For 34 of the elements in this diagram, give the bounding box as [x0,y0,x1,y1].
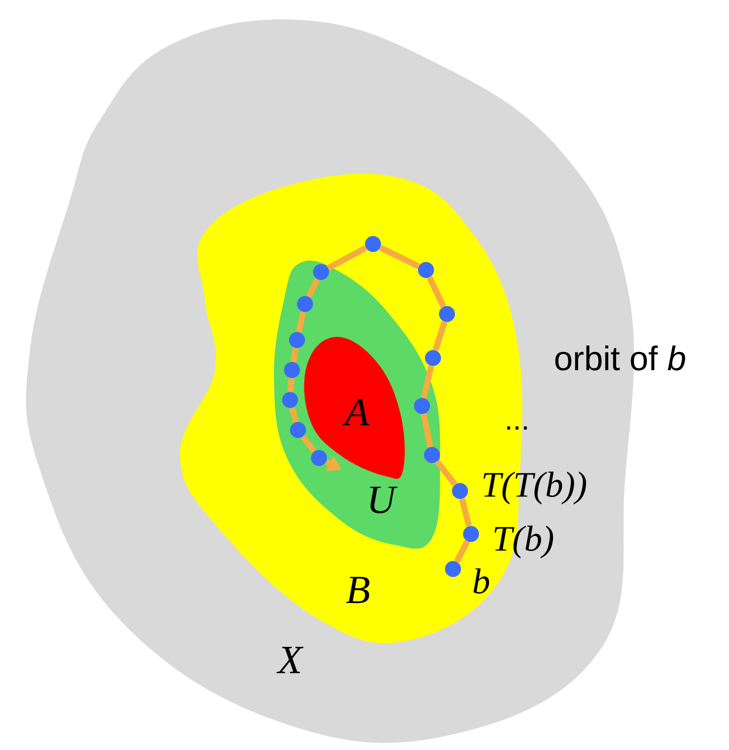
orbit-point [463,526,479,542]
orbit-segment [432,320,448,352]
orbit-point [289,332,305,348]
orbit-point [282,392,298,408]
orbit-segment [288,378,294,392]
orbit-segment [454,540,470,564]
orbit-segment [296,311,306,333]
orbit-point [424,447,440,463]
orbit-segment [289,407,299,423]
orbit-point [418,262,434,278]
orbit-point [290,422,306,438]
orbit-point [414,398,430,414]
orbit-segment [290,348,299,362]
orbit-point [439,306,455,322]
orbit-segment [420,413,434,448]
orbit-segment [420,365,434,399]
orbit-label: orbit of b [555,346,686,370]
orbit-point [311,450,327,466]
orbit-segment [326,245,368,271]
orbit-segment [459,498,472,527]
orbit-point [297,296,313,312]
orbit-point [452,483,468,499]
orbit-segment [306,278,320,298]
orbit-point [365,236,381,252]
orbit-point [425,350,441,366]
orbit-point [313,264,329,280]
region: A [304,336,405,479]
orbit-point [445,561,461,577]
orbit-point [284,362,300,378]
point-label: b [474,568,490,594]
orbit-segment [300,434,316,454]
orbit-segment [379,244,420,270]
orbit-segment [426,276,446,308]
orbit-segment [434,460,458,486]
